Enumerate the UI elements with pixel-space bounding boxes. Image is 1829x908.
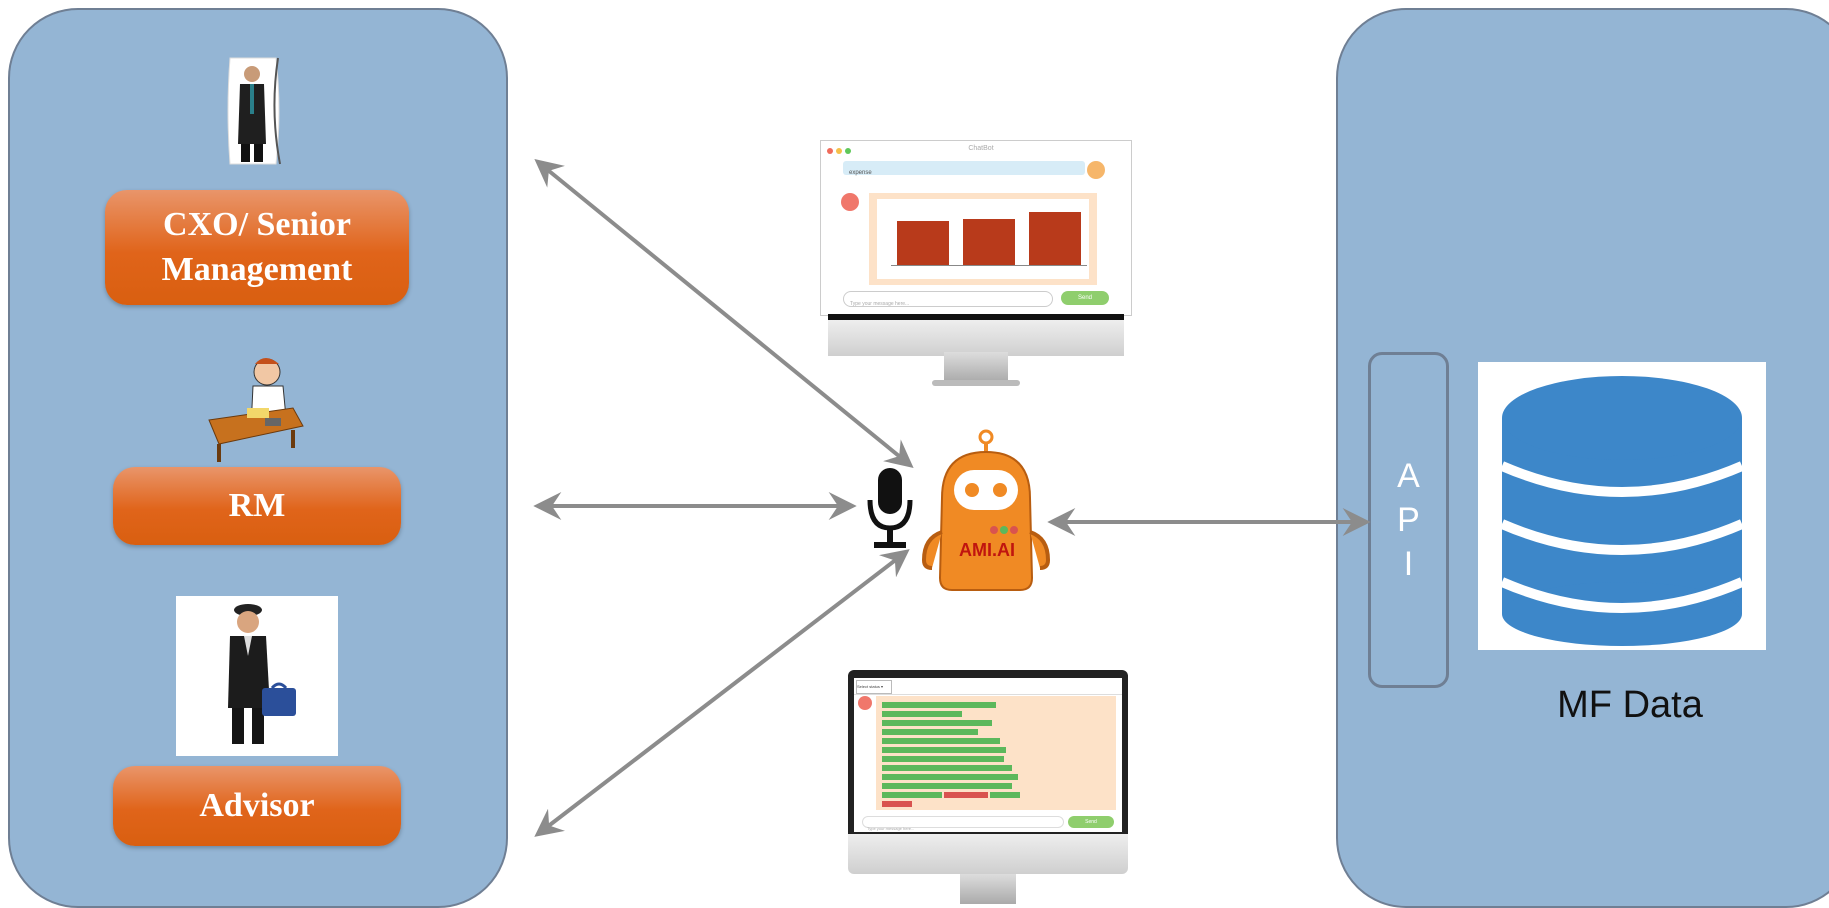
chat-input[interactable]: Type your message here... — [862, 816, 1064, 831]
chart-card — [869, 193, 1097, 285]
top-monitor-bezel — [828, 314, 1124, 356]
mf-data-label: MF Data — [1557, 684, 1703, 726]
cxo-senior-management-button[interactable]: CXO/ Senior Management — [105, 190, 409, 305]
arrow-cxo-bot — [534, 159, 914, 468]
api-letter-i: I — [1403, 545, 1414, 583]
relationship-manager-figure-icon — [208, 358, 304, 462]
chat-input[interactable]: Type your message here... — [843, 291, 1053, 307]
user-message-bubble: expense — [843, 161, 1085, 176]
rm-button[interactable]: RM — [113, 467, 401, 545]
bottom-monitor-stand — [960, 874, 1016, 904]
arrow-advisor-bot — [534, 549, 910, 837]
chart-bar-2 — [963, 219, 1015, 265]
bot-avatar — [841, 193, 859, 211]
send-button[interactable]: Send — [1068, 816, 1114, 828]
chart-bar-3 — [1029, 212, 1081, 265]
advisor-button[interactable]: Advisor — [113, 766, 401, 846]
bot-avatar — [858, 696, 872, 710]
bottom-monitor-screen: Select status ▾ Type your messa — [848, 670, 1128, 834]
api-letter-p: P — [1397, 501, 1420, 539]
bottom-monitor-bezel — [848, 834, 1128, 874]
chart-bar-1 — [897, 221, 949, 265]
top-monitor-stand — [944, 352, 1008, 382]
user-avatar — [1087, 161, 1105, 179]
api-letter-a: A — [1397, 457, 1420, 495]
executive-figure-icon — [227, 57, 281, 165]
bot-label: AMI.AI — [959, 540, 1015, 560]
top-monitor-screen: ChatBot expense Type your message here..… — [820, 140, 1132, 316]
send-button[interactable]: Send — [1061, 291, 1109, 305]
status-dropdown[interactable]: Select status ▾ — [856, 680, 892, 694]
robot-bot-icon — [921, 429, 1051, 591]
database-icon — [1500, 376, 1744, 646]
bottom-monitor: Select status ▾ Type your messa — [848, 670, 1128, 904]
microphone-icon — [867, 468, 913, 548]
advisor-figure-icon — [228, 604, 296, 744]
tag-card — [876, 696, 1116, 810]
top-monitor: ChatBot expense Type your message here..… — [820, 140, 1132, 392]
chat-window-title: ChatBot — [968, 145, 994, 152]
database-box — [1478, 362, 1766, 650]
